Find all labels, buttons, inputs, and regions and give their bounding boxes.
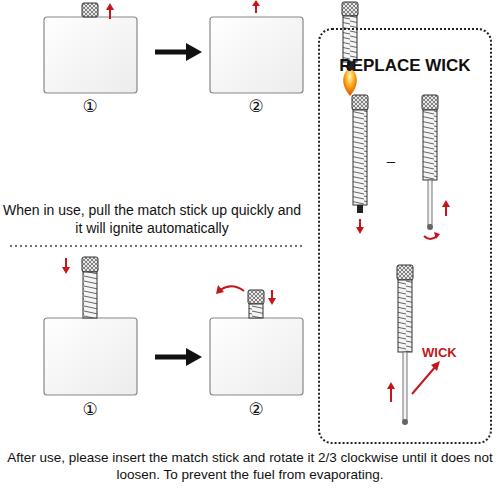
knurled-cap xyxy=(352,95,368,110)
threaded-shaft xyxy=(249,304,263,318)
threaded-shaft xyxy=(398,280,412,352)
wick-end xyxy=(402,419,408,425)
fuel-body xyxy=(210,318,303,395)
fuel-body xyxy=(44,17,137,93)
threaded-shaft xyxy=(83,272,97,318)
knurled-cap xyxy=(82,3,98,17)
step-number: ② xyxy=(241,399,271,420)
wick-end xyxy=(427,224,433,230)
callout-label: WICK xyxy=(422,345,482,361)
dotted-panel: REPLACE WICK xyxy=(318,28,492,444)
wick-rod xyxy=(403,352,407,420)
wick-tip xyxy=(357,205,363,213)
threaded-shaft xyxy=(423,110,437,180)
panel-heading: REPLACE WICK xyxy=(320,56,490,76)
knurled-cap xyxy=(248,290,264,304)
threaded-shaft xyxy=(353,110,367,205)
instruction-text: After use, please insert the match stick… xyxy=(4,450,496,484)
knurled-cap xyxy=(82,257,98,272)
step-number: ① xyxy=(75,399,105,420)
fuel-body xyxy=(44,318,137,395)
separator-dash: – xyxy=(385,152,397,171)
instruction-text: When in use, pull the match stick up qui… xyxy=(2,202,302,237)
knurled-cap xyxy=(422,95,438,110)
knurled-cap xyxy=(397,265,413,280)
threaded-shaft xyxy=(343,16,357,62)
wick-rod xyxy=(428,180,432,225)
fuel-body xyxy=(210,17,303,93)
knurled-cap xyxy=(342,2,358,16)
divider xyxy=(10,245,305,247)
step-number: ① xyxy=(75,96,105,117)
step-number: ② xyxy=(241,96,271,117)
